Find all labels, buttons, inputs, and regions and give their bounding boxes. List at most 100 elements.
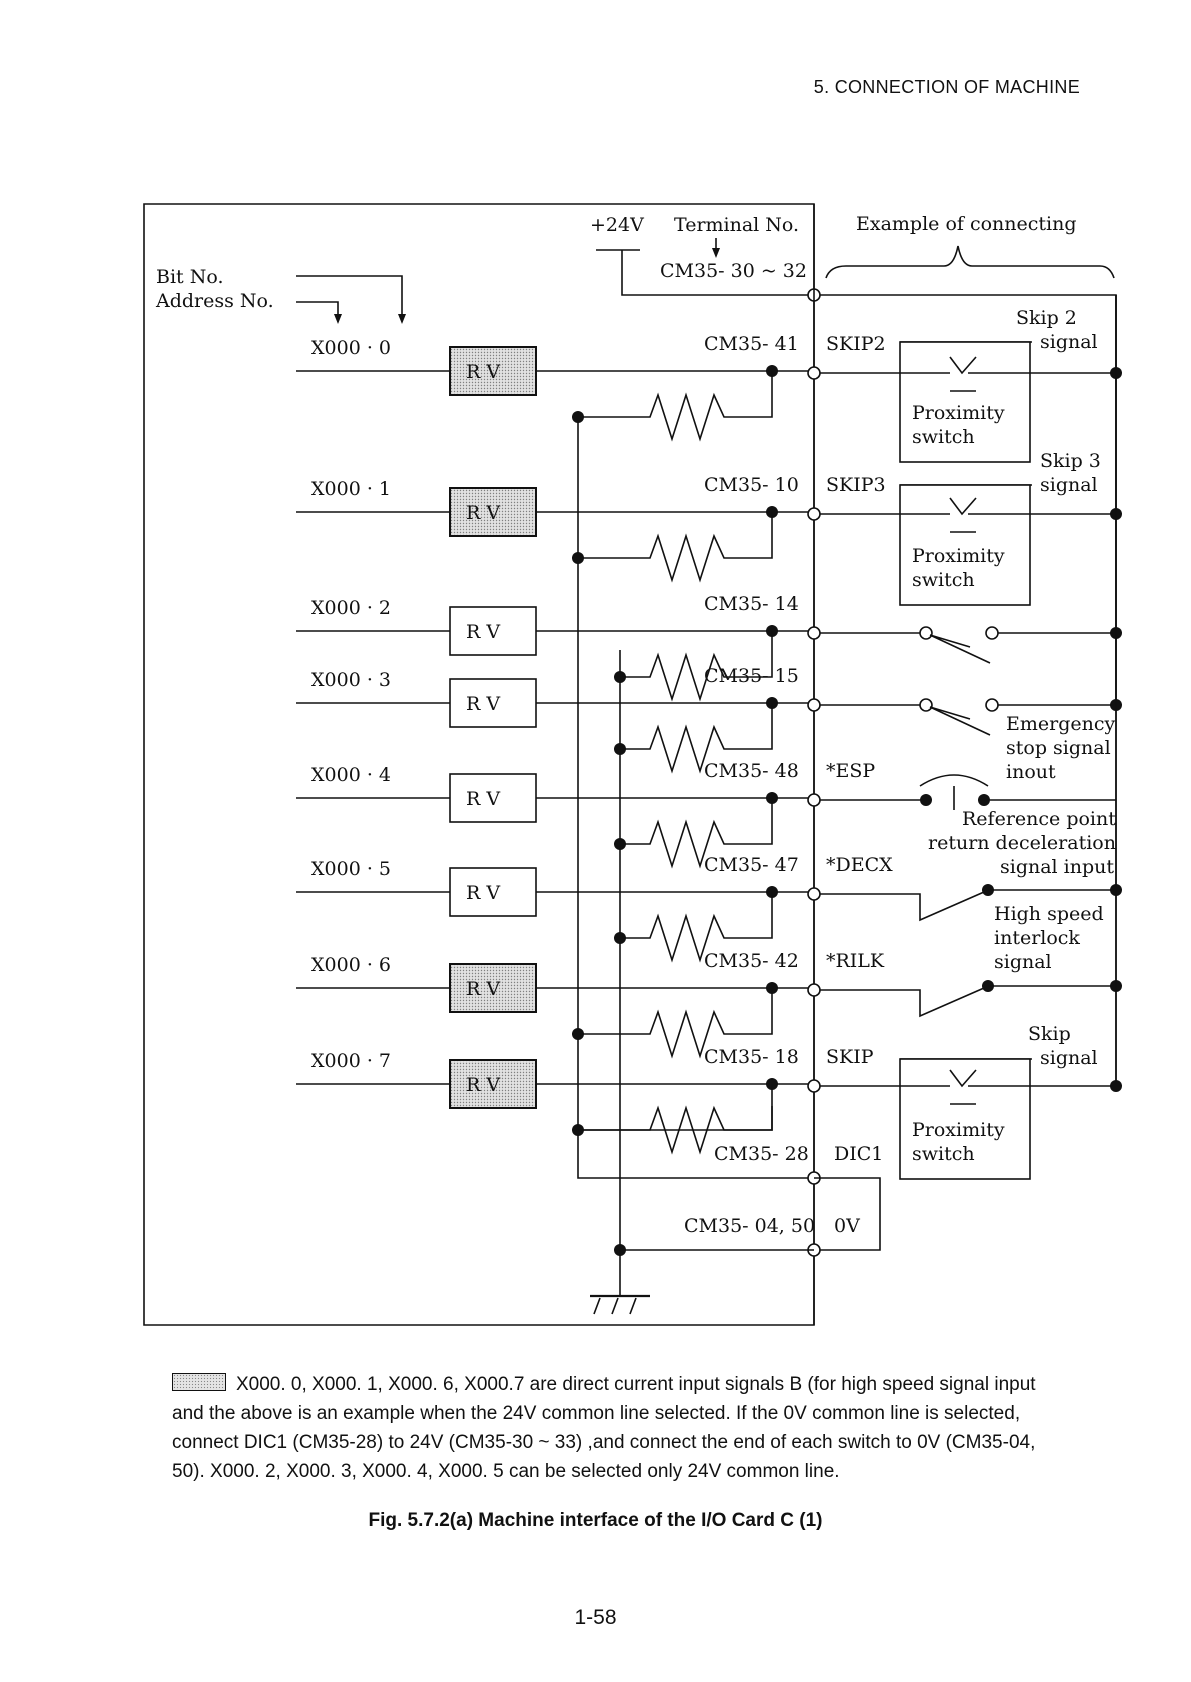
row-1-proximity-icon bbox=[949, 497, 977, 533]
figure-caption: Fig. 5.7.2(a) Machine interface of the I… bbox=[368, 1510, 823, 1531]
row-3-switch-contact-b bbox=[985, 698, 999, 712]
example-esp-labels: Emergency stop signal inout bbox=[1006, 713, 1115, 783]
skip2-label-1: Skip 2 bbox=[1016, 307, 1077, 329]
row-4-address: X000 · 4 bbox=[311, 764, 391, 786]
row-6-resistor bbox=[578, 988, 773, 1059]
row-2-bus-junction bbox=[614, 671, 626, 683]
row-0-terminal-circle bbox=[807, 366, 821, 380]
row-2-pushbutton-icon bbox=[929, 634, 991, 664]
row-4-signal-label: *ESP bbox=[826, 760, 875, 782]
row-7-resistor bbox=[578, 1084, 773, 1155]
row-0-bus-junction bbox=[572, 411, 584, 423]
svg-text:switch: switch bbox=[912, 426, 975, 448]
shaded-rv-legend-icon bbox=[172, 1373, 226, 1391]
svg-text:Proximity: Proximity bbox=[912, 1119, 1005, 1141]
svg-text:Emergency: Emergency bbox=[1006, 713, 1115, 735]
row-3-pushbutton-icon bbox=[929, 706, 991, 736]
row-2-terminal-circle bbox=[807, 626, 821, 640]
row-2-switch-contact-a bbox=[919, 626, 933, 640]
row-4-switch-dot-a bbox=[920, 794, 932, 806]
row-5-terminal-circle bbox=[807, 887, 821, 901]
row-1-resistor bbox=[578, 512, 773, 583]
row-1-address: X000 · 1 bbox=[311, 478, 391, 500]
svg-text:interlock: interlock bbox=[994, 927, 1080, 949]
row-6-rv-label: R V bbox=[466, 978, 500, 1000]
row-7-address: X000 · 7 bbox=[311, 1050, 391, 1072]
row-3-rv-label: R V bbox=[466, 693, 500, 715]
terminal-cm35-04-50: CM35- 04, 50 bbox=[684, 1215, 815, 1237]
explanatory-note: X000. 0, X000. 1, X000. 6, X000.7 are di… bbox=[172, 1370, 1072, 1486]
row-6-limit-switch-icon bbox=[820, 987, 985, 1018]
row-2-rv-box bbox=[449, 606, 537, 656]
row-5-resistor bbox=[620, 892, 773, 963]
row-6-address: X000 · 6 bbox=[311, 954, 391, 976]
row-4-terminal-label: CM35- 48 bbox=[704, 760, 799, 782]
row-1-rv-box bbox=[449, 487, 537, 537]
row-4-emergency-button-icon bbox=[919, 774, 989, 810]
bit-no-arrow bbox=[296, 275, 403, 318]
svg-text:return deceleration: return deceleration bbox=[928, 832, 1116, 854]
row-2-terminal-label: CM35- 14 bbox=[704, 593, 799, 615]
page-number: 1-58 bbox=[574, 1606, 617, 1629]
address-no-arrow bbox=[296, 301, 339, 318]
row-1-terminal-circle bbox=[807, 507, 821, 521]
row-3-bus-junction bbox=[614, 743, 626, 755]
row-3-resistor bbox=[620, 703, 773, 774]
row-1-terminal-label: CM35- 10 bbox=[704, 474, 799, 496]
row-2-switch-contact-b bbox=[985, 626, 999, 640]
signal-dic1: DIC1 bbox=[834, 1143, 883, 1165]
row-5-address: X000 · 5 bbox=[311, 858, 391, 880]
example-skip: Skip signal Proximity switch bbox=[899, 1023, 1098, 1180]
svg-text:Proximity: Proximity bbox=[912, 402, 1005, 424]
svg-text:inout: inout bbox=[1006, 761, 1056, 783]
row-0-terminal-label: CM35- 41 bbox=[704, 333, 799, 355]
row-3-address: X000 · 3 bbox=[311, 669, 391, 691]
row-6-terminal-circle bbox=[807, 983, 821, 997]
row-7-rv-label: R V bbox=[466, 1074, 500, 1096]
signal-0v: 0V bbox=[834, 1215, 860, 1237]
common-bus-1 bbox=[577, 416, 814, 1179]
skip2-label-2: signal bbox=[1040, 331, 1098, 353]
address-no-label: Address No. bbox=[155, 290, 274, 312]
row-4-switch-dot-b bbox=[978, 794, 990, 806]
note-text: X000. 0, X000. 1, X000. 6, X000.7 are di… bbox=[172, 1374, 1036, 1482]
section-header: 5. CONNECTION OF MACHINE bbox=[813, 77, 1080, 97]
example-skip3: Skip 3 signal Proximity switch bbox=[899, 450, 1101, 606]
row-7-signal-label: SKIP bbox=[826, 1046, 874, 1068]
terminal-no-label: Terminal No. bbox=[674, 214, 799, 236]
row-4-terminal-circle bbox=[807, 793, 821, 807]
row-7-end-dot bbox=[1110, 1080, 1122, 1092]
svg-text:High speed: High speed bbox=[994, 903, 1104, 925]
row-2-rv-label: R V bbox=[466, 621, 500, 643]
example-skip2: Skip 2 signal Proximity switch bbox=[899, 307, 1098, 463]
dic1-wire bbox=[578, 1106, 773, 1131]
row-3-rv-box bbox=[449, 678, 537, 728]
svg-text:Reference point: Reference point bbox=[962, 808, 1116, 830]
skip3-label-1: Skip 3 bbox=[1040, 450, 1101, 472]
row-5-signal-label: *DECX bbox=[826, 854, 893, 876]
terminal-range-label: CM35- 30 ~ 32 bbox=[660, 260, 807, 282]
row-5-limit-switch-icon bbox=[820, 891, 985, 922]
example-dec-labels: Reference point return deceleration sign… bbox=[928, 808, 1116, 878]
svg-text:signal input: signal input bbox=[1000, 856, 1114, 878]
row-5-terminal-label: CM35- 47 bbox=[704, 854, 799, 876]
svg-text:signal: signal bbox=[994, 951, 1052, 973]
row-5-rv-label: R V bbox=[466, 882, 500, 904]
example-label: Example of connecting bbox=[856, 213, 1077, 235]
skip3-label-2: signal bbox=[1040, 474, 1098, 496]
row-7-proximity-icon bbox=[949, 1069, 977, 1105]
row-7-terminal-circle bbox=[807, 1079, 821, 1093]
row-0-signal-label: SKIP2 bbox=[826, 333, 886, 355]
terminal-cm35-28: CM35- 28 bbox=[714, 1143, 809, 1165]
example-rilk-labels: High speed interlock signal bbox=[994, 903, 1104, 973]
row-5-bus-junction bbox=[614, 932, 626, 944]
row-4-rv-box bbox=[449, 773, 537, 823]
skip-label-1: Skip bbox=[1028, 1023, 1071, 1045]
row-1-rv-label: R V bbox=[466, 502, 500, 524]
svg-text:Proximity: Proximity bbox=[912, 545, 1005, 567]
row-6-rv-box bbox=[449, 963, 537, 1013]
row-7-terminal-label: CM35- 18 bbox=[704, 1046, 799, 1068]
row-1-signal-label: SKIP3 bbox=[826, 474, 886, 496]
